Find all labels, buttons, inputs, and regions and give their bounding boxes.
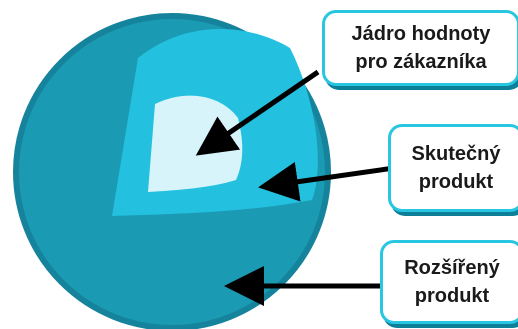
actual-product-label-line-2: produkt [418,171,494,193]
augmented-product-label-box: Rozšířený produkt [380,240,518,324]
arrow-to-actual-product [258,161,395,202]
actual-product-label-line-1: Skutečný [411,143,501,165]
core-value-layer [148,95,243,192]
core-value-label-line-2: pro zákazníka [355,51,487,73]
actual-product-label-box: Skutečný produkt [388,124,518,212]
augmented-product-label-line-2: produkt [414,285,490,307]
arrow-to-core [195,69,320,156]
augmented-product-label-line-1: Rozšířený [404,257,500,279]
core-value-label-box: Jádro hodnoty pro zákazníka [322,10,518,86]
augmented-product-rim [13,13,331,329]
core-value-label-line-1: Jádro hodnoty [351,23,491,45]
